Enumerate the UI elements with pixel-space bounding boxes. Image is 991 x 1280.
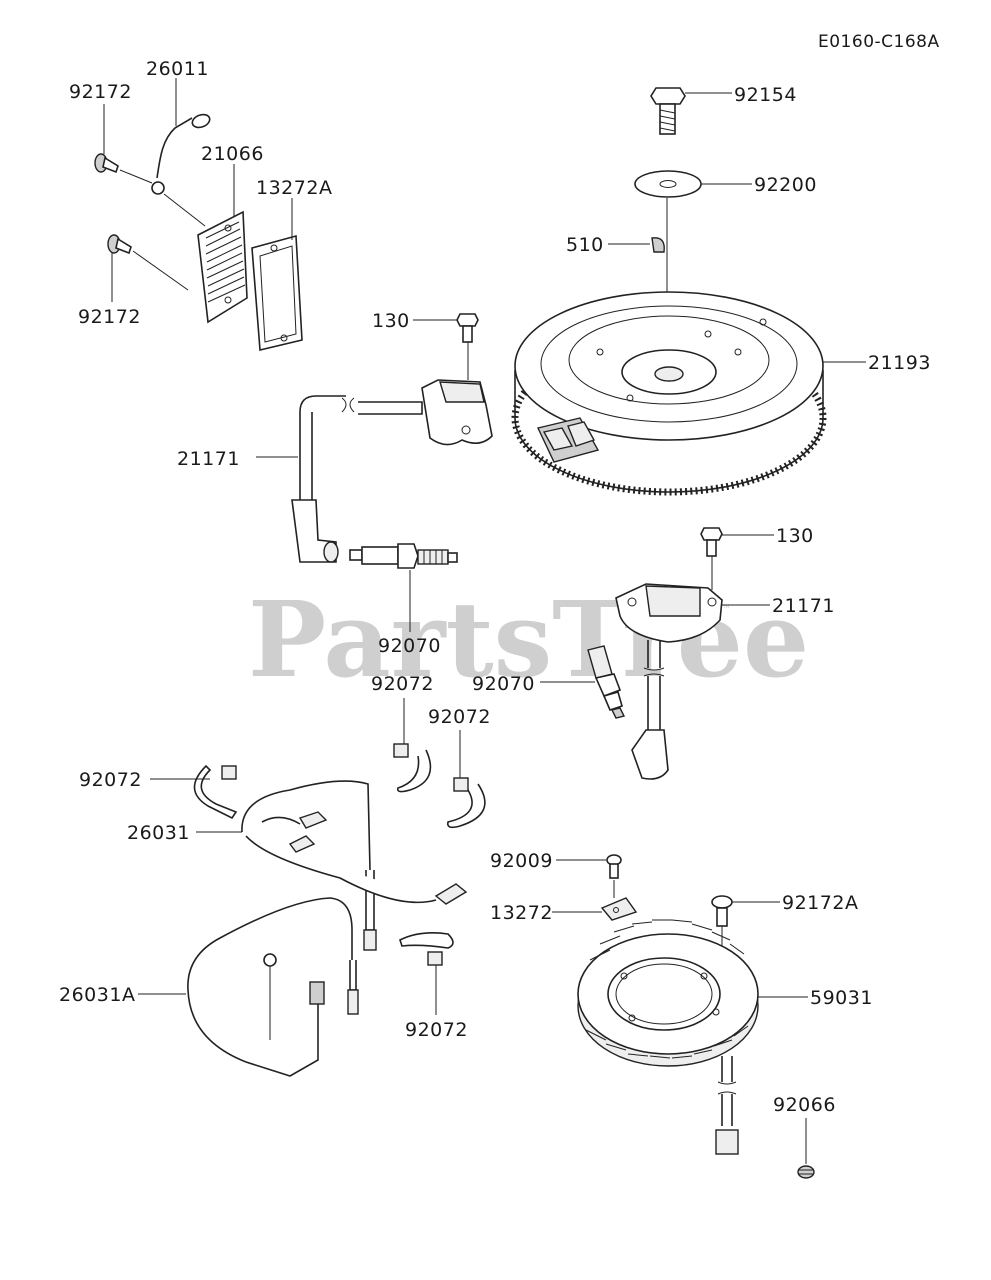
part-92066-plug[interactable]	[797, 1165, 815, 1179]
callout-92200[interactable]: 92200	[754, 174, 817, 196]
part-stator-connector	[715, 1129, 739, 1155]
part-130-bolt-right[interactable]	[700, 527, 723, 557]
callout-92172-top[interactable]: 92172	[69, 81, 132, 103]
part-92072-clamp-c[interactable]	[193, 764, 238, 820]
part-92072-clamp-b[interactable]	[446, 777, 486, 829]
callout-92009[interactable]: 92009	[490, 850, 553, 872]
part-92072-clamp-d[interactable]	[399, 932, 454, 966]
diagram-reference-code: E0160-C168A	[818, 32, 940, 52]
part-92172-screw-bottom[interactable]	[107, 234, 132, 255]
part-92072-clamp-a[interactable]	[393, 743, 432, 793]
part-21171-ignition-coil-right[interactable]	[615, 583, 723, 643]
part-92070-spark-plug-left[interactable]	[349, 543, 458, 569]
callout-510[interactable]: 510	[566, 234, 604, 256]
callout-92070-left[interactable]: 92070	[378, 635, 441, 657]
callout-21171-left[interactable]: 21171	[177, 448, 240, 470]
callout-13272A[interactable]: 13272A	[256, 177, 332, 199]
callout-26031A[interactable]: 26031A	[59, 984, 135, 1006]
callout-13272[interactable]: 13272	[490, 902, 553, 924]
callout-26031[interactable]: 26031	[127, 822, 190, 844]
watermark-trademark: ™	[722, 605, 731, 615]
part-92172-screw-top[interactable]	[94, 153, 119, 174]
callout-26011[interactable]: 26011	[146, 58, 209, 80]
callout-21193[interactable]: 21193	[868, 352, 931, 374]
callout-92072-a[interactable]: 92072	[371, 673, 434, 695]
part-92070-spark-plug-right[interactable]	[587, 645, 626, 719]
part-21193-flywheel[interactable]	[511, 291, 827, 496]
callout-92072-d[interactable]: 92072	[405, 1019, 468, 1041]
callout-21171-right[interactable]: 21171	[772, 595, 835, 617]
callout-130-right[interactable]: 130	[776, 525, 814, 547]
callout-59031[interactable]: 59031	[810, 987, 873, 1009]
part-21066-regulator[interactable]	[197, 210, 248, 324]
callout-92154[interactable]: 92154	[734, 84, 797, 106]
callout-92066[interactable]: 92066	[773, 1094, 836, 1116]
part-92200-washer[interactable]	[634, 170, 702, 198]
part-13272A-gasket[interactable]	[251, 234, 303, 351]
callout-92072-b[interactable]: 92072	[428, 706, 491, 728]
callout-92172A[interactable]: 92172A	[782, 892, 858, 914]
part-spark-plug-cap-right[interactable]	[631, 729, 669, 780]
callout-130-top[interactable]: 130	[372, 310, 410, 332]
callout-21066[interactable]: 21066	[201, 143, 264, 165]
part-130-bolt-top[interactable]	[456, 313, 479, 343]
callout-92072-c[interactable]: 92072	[79, 769, 142, 791]
part-92172A-screw[interactable]	[711, 895, 733, 927]
callout-92172-bottom[interactable]: 92172	[78, 306, 141, 328]
part-26031-wire-harness[interactable]	[241, 780, 468, 951]
part-92154-bolt[interactable]	[650, 87, 686, 135]
callout-92070-right[interactable]: 92070	[472, 673, 535, 695]
part-59031-stator[interactable]	[577, 919, 759, 1067]
part-26011-ground-lead[interactable]	[151, 112, 212, 195]
part-26031A-wire-harness[interactable]	[187, 897, 359, 1077]
part-13272-plate[interactable]	[600, 897, 638, 921]
part-spark-plug-cap-left[interactable]	[291, 499, 339, 563]
part-21171-ignition-coil-left[interactable]	[421, 379, 493, 446]
part-510-key[interactable]	[651, 237, 665, 253]
part-92009-screw[interactable]	[606, 854, 622, 879]
